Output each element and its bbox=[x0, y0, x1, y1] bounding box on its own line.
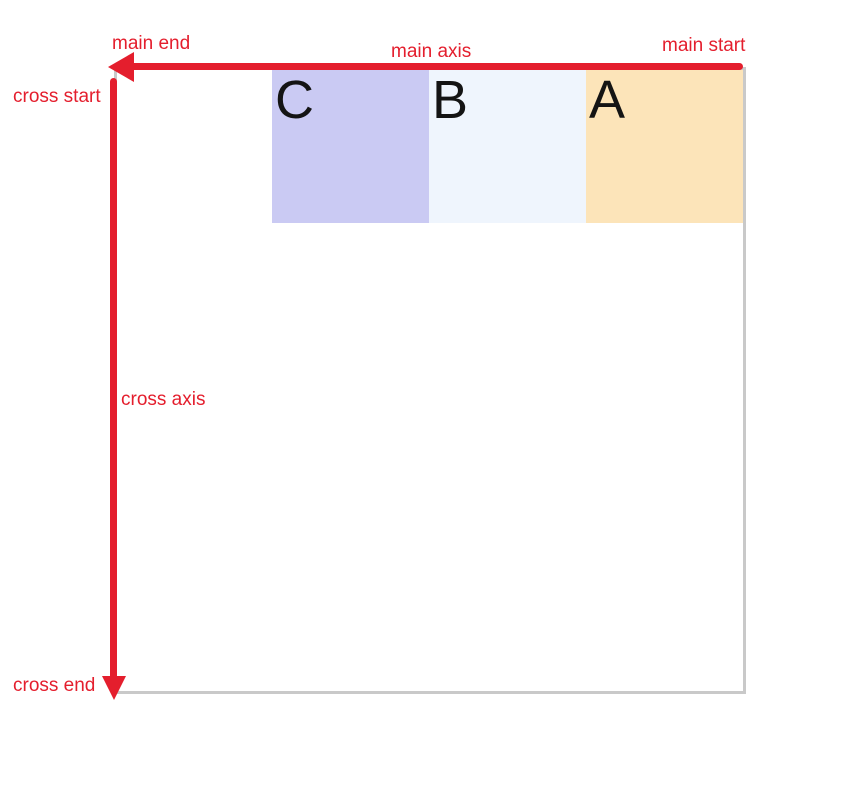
main-end-label: main end bbox=[112, 33, 191, 54]
cross-start-label: cross start bbox=[13, 86, 101, 107]
flex-items-row: A B C bbox=[117, 70, 743, 223]
main-axis-arrowhead-icon bbox=[108, 52, 134, 82]
flex-item-c: C bbox=[272, 70, 429, 223]
cross-axis-line bbox=[110, 78, 117, 680]
main-start-label: main start bbox=[662, 35, 746, 56]
main-axis-line bbox=[126, 63, 743, 70]
flex-item-a: A bbox=[586, 70, 743, 223]
flex-item-b: B bbox=[429, 70, 586, 223]
cross-end-label: cross end bbox=[13, 675, 96, 696]
cross-axis-arrowhead-icon bbox=[102, 676, 126, 700]
flex-container-outline: A B C bbox=[114, 67, 746, 694]
main-axis-label: main axis bbox=[391, 41, 472, 62]
cross-axis-label: cross axis bbox=[121, 389, 206, 410]
